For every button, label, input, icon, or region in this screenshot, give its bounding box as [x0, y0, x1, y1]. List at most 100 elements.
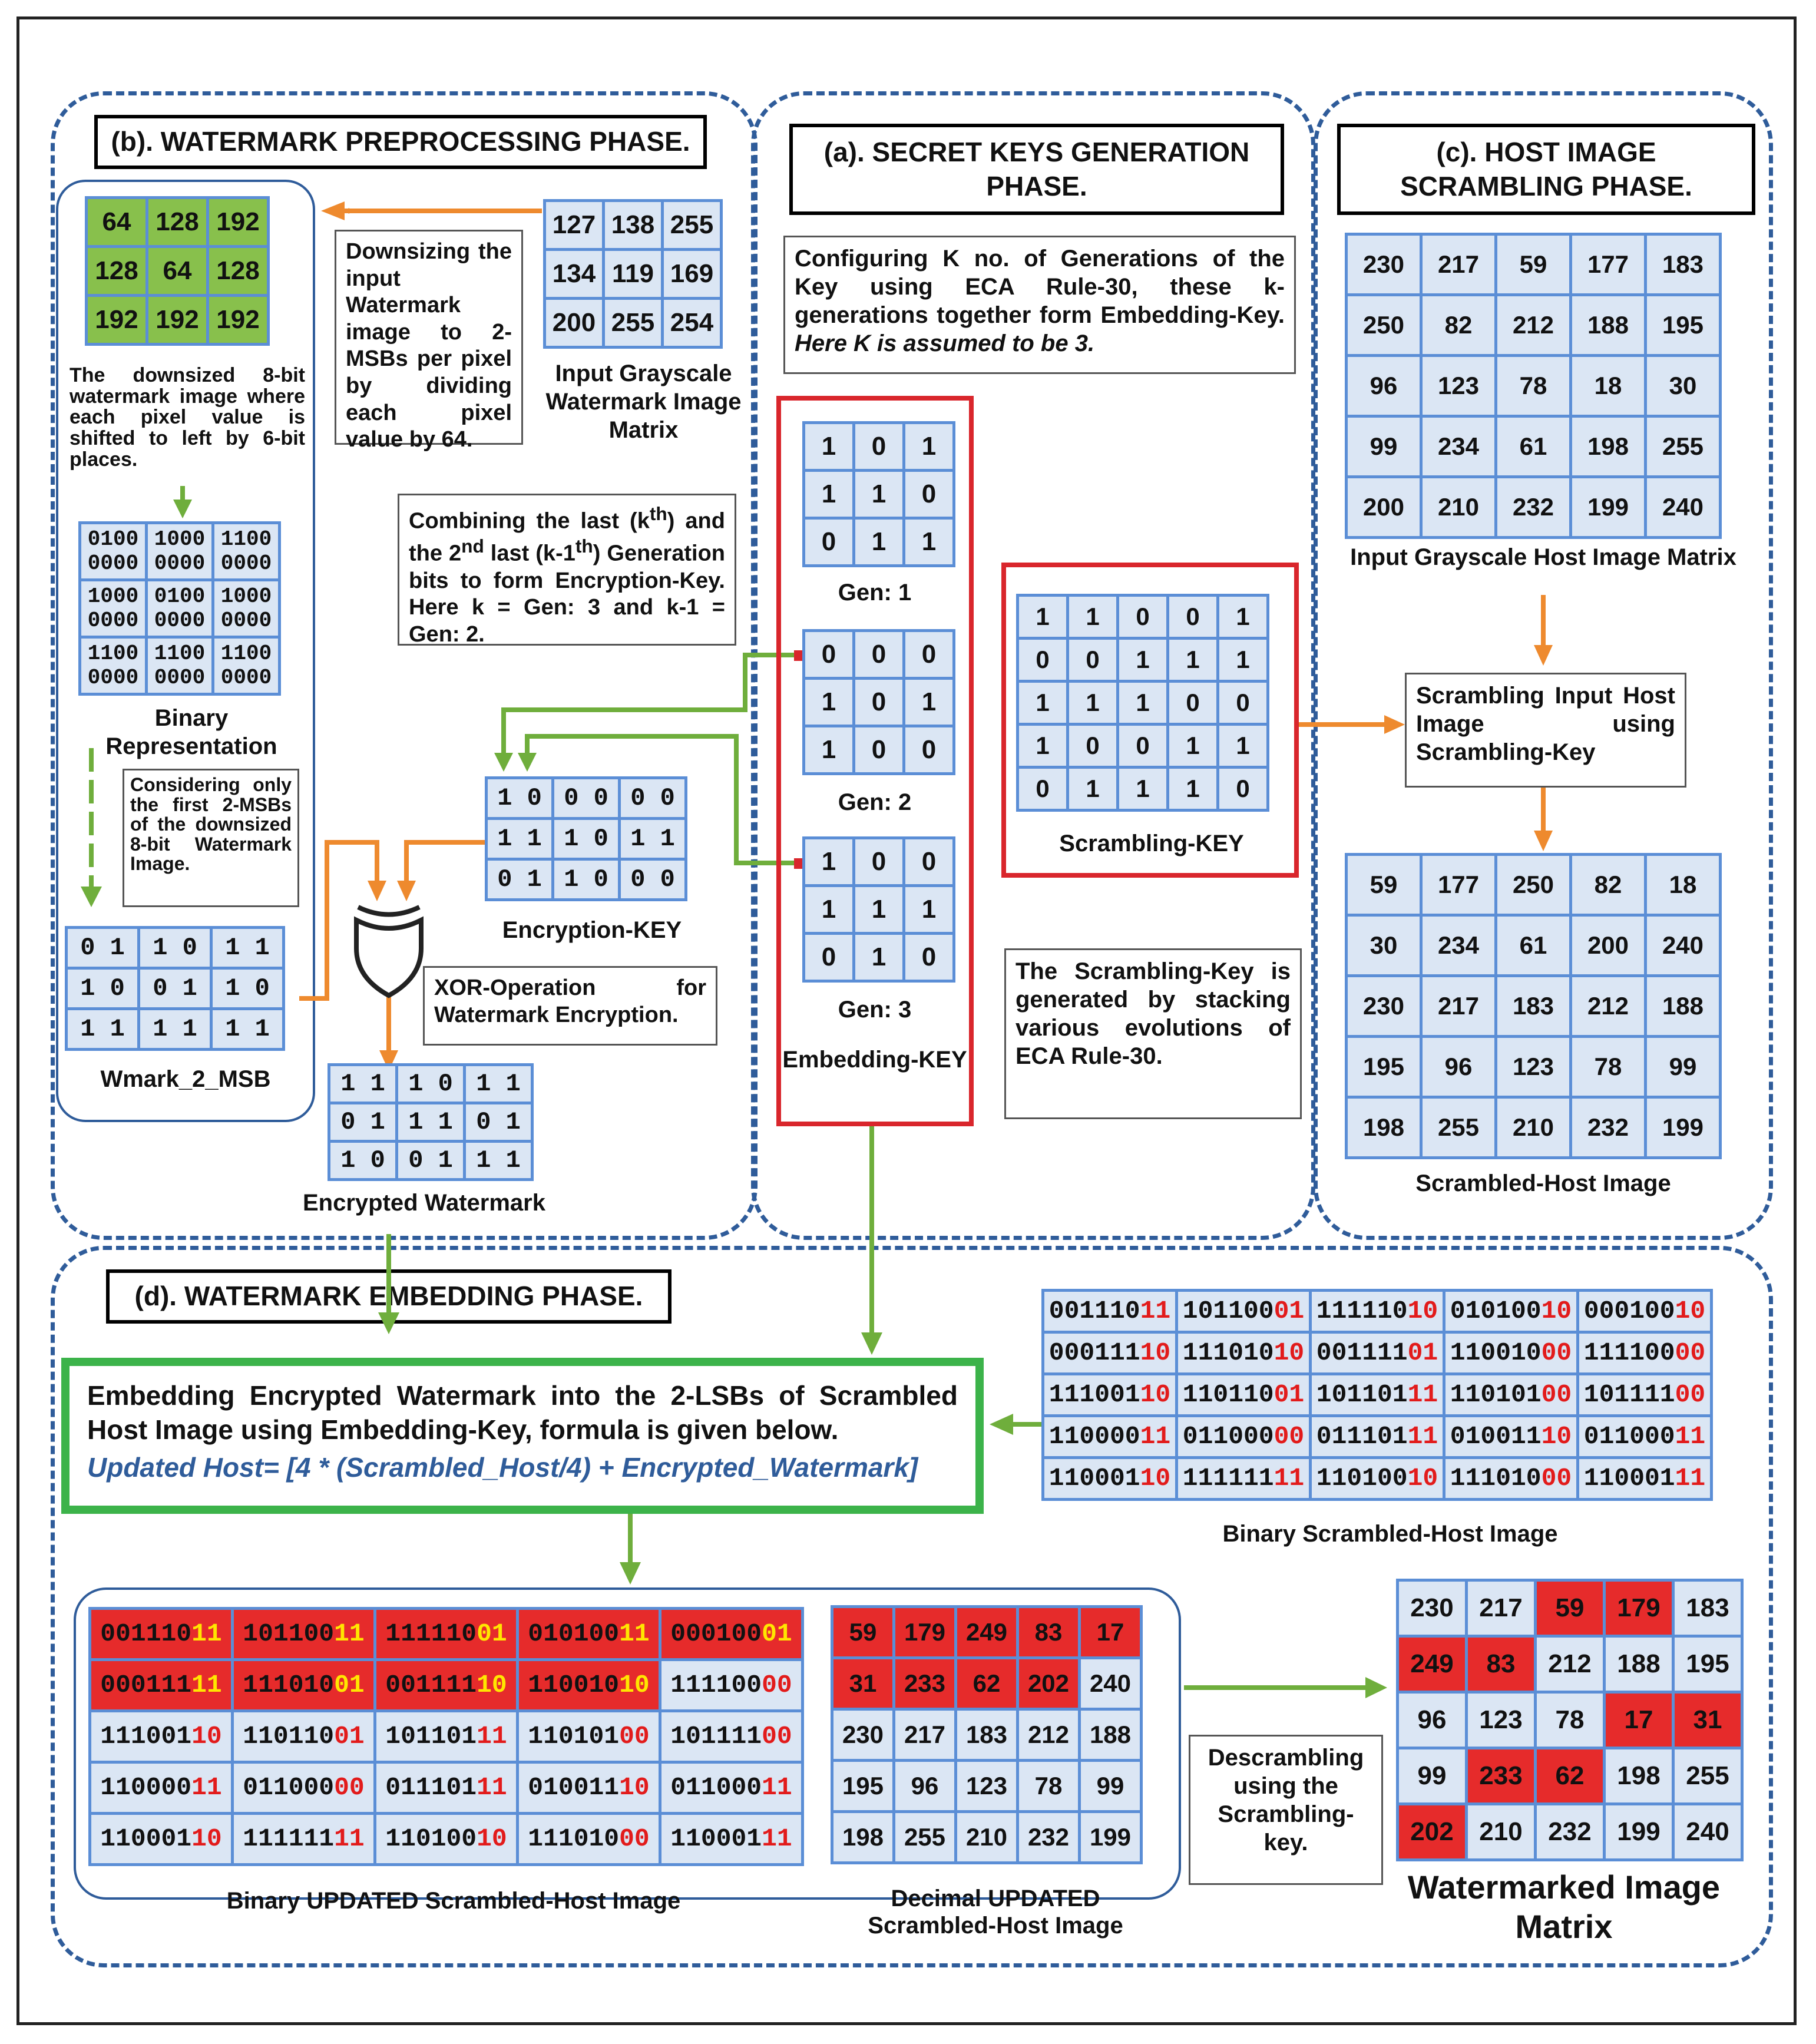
matrix-cell: 00011110 [1044, 1334, 1175, 1372]
matrix-cell: 78 [1572, 1038, 1644, 1096]
matrix-cell: 195 [1647, 296, 1719, 354]
bit-lsb: 11 [1140, 1296, 1171, 1326]
bit-lsb: 11 [191, 1671, 222, 1700]
matrix-cell: 01110111 [376, 1764, 516, 1812]
embedding-results-panel [74, 1587, 1181, 1900]
bit-msb: 111111 [243, 1824, 335, 1854]
bit-lsb: 00 [1273, 1422, 1305, 1451]
bit-msb: 000100 [670, 1619, 762, 1649]
bit-msb: 110000 [1048, 1422, 1140, 1451]
bit-lsb: 11 [477, 1773, 507, 1802]
embedding-key-box [776, 396, 974, 1126]
matrix-cell: 0 [1019, 769, 1066, 809]
matrix-cell: 240 [1647, 917, 1719, 974]
matrix-cell: 230 [1399, 1582, 1465, 1635]
config-note-text: Configuring K no. of Generations of the … [795, 246, 1285, 328]
matrix-cell: 1 0 [68, 970, 137, 1007]
matrix-cell: 183 [1497, 977, 1569, 1035]
matrix-cell: 10110001 [1178, 1292, 1309, 1331]
matrix-cell: 198 [833, 1813, 892, 1861]
scrambling-note: The Scrambling-Key is generated by stack… [1004, 948, 1302, 1119]
matrix-cell: 18 [1572, 357, 1644, 415]
matrix-cell: 240 [1081, 1659, 1140, 1708]
matrix-cell: 78 [1497, 357, 1569, 415]
matrix-cell: 78 [1537, 1694, 1603, 1747]
matrix-cell: 1 1 [398, 1104, 463, 1140]
matrix-cell: 123 [957, 1762, 1016, 1810]
matrix-cell: 192 [148, 297, 206, 343]
bit-msb: 111010 [1182, 1338, 1274, 1368]
matrix-cell: 0 [1119, 597, 1166, 637]
combining-note-part3: last (k-1 [484, 541, 575, 566]
gen1-label: Gen: 1 [838, 580, 912, 606]
matrix-cell: 00111101 [1312, 1334, 1443, 1372]
bit-msb: 110101 [528, 1722, 620, 1751]
matrix-cell: 0 0 [621, 779, 684, 817]
matrix-cell: 1 [1019, 726, 1066, 766]
bit-msb: 111110 [1316, 1296, 1408, 1326]
bit-group: 1100 [154, 641, 206, 666]
matrix-cell: 0 1 [398, 1143, 463, 1178]
combining-note-sup1: th [649, 503, 667, 524]
matrix-cell: 195 [833, 1762, 892, 1810]
bit-lsb: 00 [1541, 1464, 1572, 1493]
bit-msb: 111010 [243, 1671, 335, 1700]
matrix-cell: 11000110 [91, 1815, 231, 1863]
bit-msb: 111111 [1182, 1464, 1274, 1493]
bit-group: 1000 [220, 584, 272, 608]
bit-msb: 000111 [1048, 1338, 1140, 1368]
bit-group: 0000 [154, 608, 206, 633]
matrix-cell: 1 0 [330, 1143, 395, 1178]
bit-group: 0000 [220, 666, 272, 690]
wmark-2msb-label: Wmark_2_MSB [100, 1066, 271, 1092]
matrix-cell: 1 [1219, 640, 1266, 680]
matrix-cell: 1 [855, 887, 902, 932]
matrix-cell: 210 [1468, 1805, 1534, 1858]
matrix-cell: 0 1 [466, 1104, 531, 1140]
bit-lsb: 11 [334, 1619, 365, 1649]
bit-lsb: 11 [1140, 1422, 1171, 1451]
matrix-cell: 0 [855, 632, 902, 677]
binary-updated-host-label: Binary UPDATED Scrambled-Host Image [226, 1888, 681, 1914]
bit-lsb: 00 [619, 1824, 650, 1854]
matrix-cell: 188 [1647, 977, 1719, 1035]
matrix-cell: 200 [1572, 917, 1644, 974]
matrix-cell: 1 [805, 887, 852, 932]
matrix-cell: 0 [805, 520, 852, 564]
matrix-cell: 1 0 [398, 1066, 463, 1102]
phase-b-container [51, 91, 758, 1240]
bit-msb: 011101 [1316, 1422, 1408, 1451]
matrix-cell: 177 [1572, 236, 1644, 293]
matrix-cell: 1 [855, 935, 902, 980]
matrix-cell: 1 1 [466, 1143, 531, 1178]
bit-group: 1000 [87, 584, 139, 608]
bit-lsb: 10 [1541, 1422, 1572, 1451]
bit-msb: 110001 [100, 1824, 192, 1854]
matrix-cell: 83 [1468, 1638, 1534, 1691]
combining-note-sup2: nd [461, 535, 484, 557]
matrix-cell: 249 [1399, 1638, 1465, 1691]
bit-lsb: 00 [334, 1773, 365, 1802]
scrambling-key-label: Scrambling-KEY [1059, 831, 1244, 856]
matrix-cell: 210 [1497, 1099, 1569, 1156]
bit-lsb: 01 [1273, 1380, 1305, 1410]
matrix-cell: 82 [1572, 856, 1644, 914]
matrix-cell: 0 [905, 632, 952, 677]
matrix-cell: 17 [1081, 1608, 1140, 1656]
matrix-cell: 192 [209, 199, 267, 245]
matrix-cell: 00010001 [661, 1610, 801, 1658]
